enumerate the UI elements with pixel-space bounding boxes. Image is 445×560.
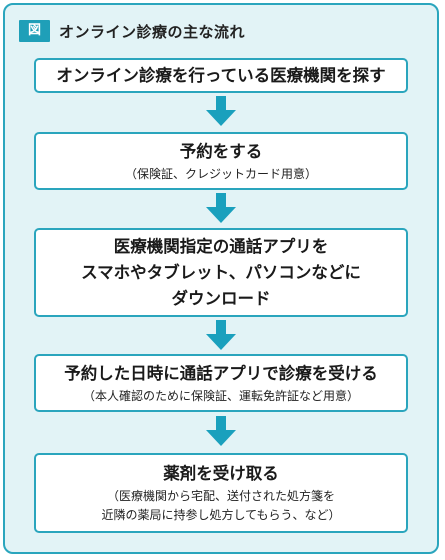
figure-header: 図 オンライン診療の主な流れ <box>19 20 245 42</box>
figure-title: オンライン診療の主な流れ <box>59 22 246 41</box>
step-title-line-1: 医療機関指定の通話アプリを <box>113 236 329 256</box>
step-consultation: 予約した日時に通話アプリで診療を受ける （本人確認のために保険証、運転免許証など… <box>34 354 408 412</box>
step-receive-medicine: 薬剤を受け取る （医療機関から宅配、送付された処方箋を 近隣の薬局に持参し処方し… <box>34 453 408 533</box>
step-title: 薬剤を受け取る <box>163 464 279 483</box>
step-title-line-3: ダウンロード <box>171 288 271 308</box>
down-arrow-icon <box>206 96 236 126</box>
step-reserve: 予約をする （保険証、クレジットカード用意） <box>34 132 408 190</box>
step-download-app: 医療機関指定の通話アプリを スマホやタブレット、パソコンなどに ダウンロード <box>34 228 408 317</box>
down-arrow-icon <box>206 416 236 446</box>
step-note-line-2: 近隣の薬局に持参し処方してもらう、など） <box>101 508 341 522</box>
figure-label: 図 <box>19 20 51 42</box>
step-title: オンライン診療を行っている医療機関を探す <box>56 65 386 85</box>
step-title: 予約した日時に通話アプリで診療を受ける <box>64 363 378 383</box>
step-title-line-2: スマホやタブレット、パソコンなどに <box>81 262 361 282</box>
step-note: （本人確認のために保険証、運転免許証など用意） <box>82 388 359 403</box>
step-note-line-1: （医療機関から宅配、送付された処方箋を <box>106 489 335 503</box>
down-arrow-icon <box>206 320 236 350</box>
step-find-clinic: オンライン診療を行っている医療機関を探す <box>34 58 408 93</box>
step-note: （保険証、クレジットカード用意） <box>124 166 317 181</box>
step-title: 予約をする <box>179 141 263 161</box>
down-arrow-icon <box>206 193 236 223</box>
